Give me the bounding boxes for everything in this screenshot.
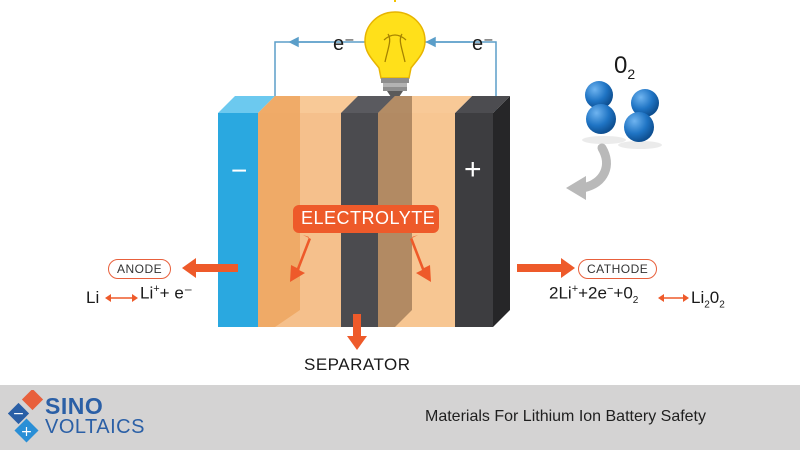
cathode-eq-c-sub: 2 [632, 295, 639, 307]
oxygen-formula: 02 [614, 52, 635, 82]
battery-diagram [105, 0, 689, 350]
anode-equation-left: Li [86, 288, 100, 307]
curved-arrow-icon [566, 143, 611, 200]
anode-plate [218, 113, 258, 327]
separator-label: SEPARATOR [304, 355, 411, 374]
oxygen-molecules-icon [582, 81, 662, 149]
brand-name-line1: SINO [45, 393, 104, 419]
cathode-eq-b: +2e [578, 283, 607, 303]
oxygen-subscript: 2 [627, 65, 636, 82]
cathode-equation-left: 2Li++2e−+02 [549, 283, 638, 306]
electrolyte-label: ELECTROLYTE [301, 208, 436, 228]
cathode-eq-d: Li [691, 288, 705, 307]
equation-arrow-anode [105, 294, 138, 302]
svg-text:+: + [21, 424, 33, 440]
anode-eq-rest: + e⁻ [159, 283, 193, 303]
brand-name-line2: VOLTAICS [45, 416, 145, 438]
anode-equation-right: Li++ e⁻ [140, 283, 193, 304]
pointer-arrows [182, 235, 575, 350]
electron-label-right: e⁻ [472, 33, 494, 55]
electron-flow-arrows [288, 36, 470, 48]
brand-logo-icon: − + [8, 390, 44, 443]
anode-eq-sup: + [153, 283, 160, 295]
cathode-plate [455, 113, 493, 327]
equation-arrow-cathode [658, 294, 689, 302]
cathode-eq-c: +0 [613, 283, 633, 303]
electrolyte-banner [293, 205, 439, 233]
anode-minus-sign: − [231, 155, 248, 186]
oxygen-symbol: 0 [614, 52, 628, 79]
electron-label-left: e⁻ [333, 33, 355, 55]
footer-title: Materials For Lithium Ion Battery Safety [425, 408, 706, 425]
cathode-eq-a: 2Li [549, 283, 572, 303]
cathode-eq-a-sup: + [571, 283, 579, 295]
light-bulb-icon [364, 0, 426, 97]
cathode-eq-b-sup: − [606, 283, 614, 295]
svg-text:−: − [13, 406, 25, 422]
footer-bar: − + SINO VOLTAICS Materials For Lithium … [0, 385, 800, 450]
cathode-plus-sign: + [464, 153, 482, 186]
anode-eq-li: Li [140, 283, 154, 303]
anode-label: ANODE [108, 259, 172, 279]
cathode-equation-right: Li202 [691, 288, 725, 310]
cathode-eq-d-sub1: 2 [704, 299, 710, 311]
cathode-eq-d-sub2: 2 [719, 299, 725, 311]
cathode-eq-d-mid: 0 [709, 288, 720, 307]
cathode-label: CATHODE [578, 259, 658, 279]
